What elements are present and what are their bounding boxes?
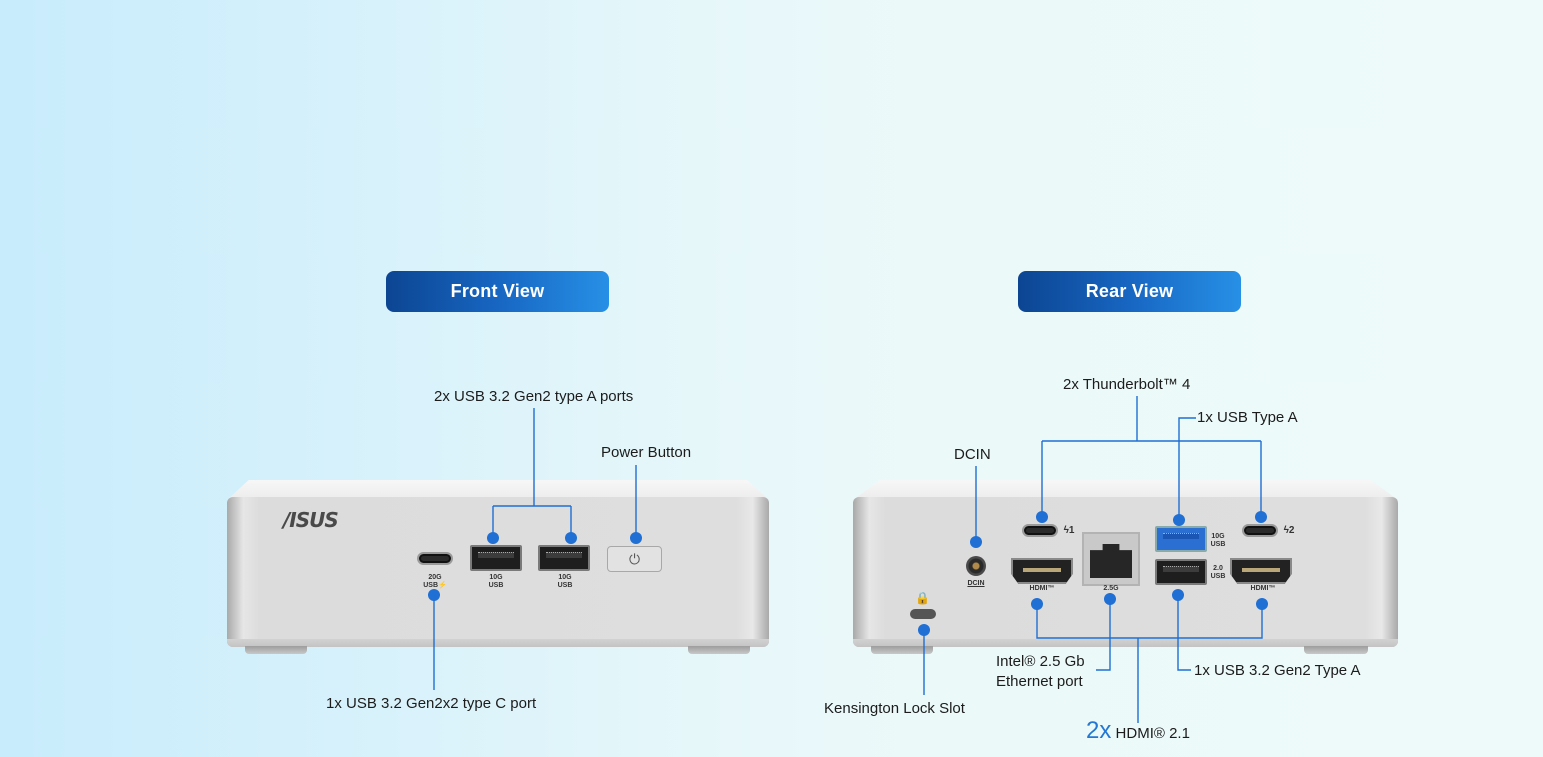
usb-a2-dot <box>565 532 577 544</box>
usb-gen2-dot <box>1172 589 1184 601</box>
hdmi-leader-line <box>1036 604 1263 723</box>
hdmi-callout-label: 2x HDMI® 2.1 <box>1086 719 1190 743</box>
front-view-heading: Front View <box>386 271 609 312</box>
kensington-lock-slot <box>910 609 936 619</box>
power-callout-label: Power Button <box>601 444 692 461</box>
hdmi-count: 2x <box>1086 717 1112 744</box>
usb-gen2-leader-line <box>1177 595 1191 671</box>
usb-a2-label-text: USB <box>557 582 573 589</box>
usb-a2-speed-text: 10G <box>558 574 572 581</box>
ethernet-marking: 2.5G <box>1103 585 1119 592</box>
usb-a-callout-label: 2x USB 3.2 Gen2 type A ports <box>434 388 634 405</box>
usb-type-a-callout-label: 1x USB Type A <box>1197 409 1298 426</box>
usb-a-leader-line <box>492 408 572 538</box>
front-usb-a-port-2 <box>538 545 590 571</box>
thunderbolt-1-dot <box>1036 511 1048 523</box>
ethernet-label-line1: Intel® 2.5 Gb <box>996 653 1085 670</box>
asus-logo: /ISUS <box>283 508 339 532</box>
usb-10g-label-text: USB <box>1210 541 1226 548</box>
thunderbolt-callout-label: 2x Thunderbolt™ 4 <box>1063 376 1191 393</box>
ethernet-label-line2: Ethernet port <box>996 673 1083 690</box>
kensington-lock-icon: 🔒 <box>915 591 930 605</box>
usb-type-a-leader-line <box>1178 417 1196 520</box>
front-device-face <box>227 497 769 647</box>
rear-view-heading: Rear View <box>1018 271 1241 312</box>
power-dot <box>630 532 642 544</box>
usb-2-label-text: USB <box>1210 573 1226 580</box>
usb-c-label-text: USB⚡ <box>423 582 447 589</box>
dcin-jack <box>966 556 986 576</box>
thunderbolt-leader-line <box>1041 396 1262 517</box>
usb-10g-port <box>1155 526 1207 552</box>
dcin-dot <box>970 536 982 548</box>
kensington-dot <box>918 624 930 636</box>
ethernet-dot <box>1104 593 1116 605</box>
hdmi-port-2 <box>1230 558 1292 584</box>
front-view-title: Front View <box>450 281 545 301</box>
usb-2-port <box>1155 559 1207 585</box>
hdmi-label-text: HDMI® 2.1 <box>1115 725 1190 742</box>
usb-c-callout-label: 1x USB 3.2 Gen2x2 type C port <box>326 695 537 712</box>
hdmi-1-dot <box>1031 598 1043 610</box>
usb-c-dot <box>428 589 440 601</box>
front-usb-c-port <box>417 552 453 565</box>
usb-gen2-callout-label: 1x USB 3.2 Gen2 Type A <box>1194 662 1361 679</box>
usb-type-a-dot <box>1173 514 1185 526</box>
usb-10g-speed-text: 10G <box>1211 533 1225 540</box>
hdmi-port-1 <box>1011 558 1073 584</box>
usb-c-speed-text: 20G <box>428 574 442 581</box>
ethernet-callout-label: Intel® 2.5 Gb Ethernet port <box>996 653 1085 691</box>
thunderbolt-port-1 <box>1022 524 1058 537</box>
rear-foot-right <box>1304 646 1368 654</box>
thunderbolt-2-marking: ϟ2 <box>1283 525 1295 536</box>
kensington-callout-label: Kensington Lock Slot <box>824 700 965 717</box>
rear-foot-left <box>871 646 933 654</box>
usb-a1-dot <box>487 532 499 544</box>
usb-a1-label-text: USB <box>488 582 504 589</box>
front-foot-right <box>688 646 750 654</box>
rear-device-top <box>853 480 1398 500</box>
usb-a1-speed-text: 10G <box>489 574 503 581</box>
ethernet-port <box>1082 532 1140 586</box>
thunderbolt-2-dot <box>1255 511 1267 523</box>
thunderbolt-port-2 <box>1242 524 1278 537</box>
hdmi-2-dot <box>1256 598 1268 610</box>
dcin-marking: DCIN <box>967 580 985 587</box>
front-foot-left <box>245 646 307 654</box>
front-device-top <box>227 480 769 500</box>
power-button[interactable]: ⏻ <box>607 546 662 572</box>
hdmi-1-marking: HDMI™ <box>1029 585 1055 592</box>
power-icon: ⏻ <box>628 550 641 567</box>
hdmi-2-marking: HDMI™ <box>1250 585 1276 592</box>
dcin-callout-label: DCIN <box>954 446 991 463</box>
usb-2-speed-text: 2.0 <box>1213 565 1223 572</box>
front-usb-a-port-1 <box>470 545 522 571</box>
rear-view-title: Rear View <box>1085 281 1174 301</box>
thunderbolt-1-marking: ϟ1 <box>1063 525 1075 536</box>
ethernet-leader-line <box>1096 599 1111 671</box>
